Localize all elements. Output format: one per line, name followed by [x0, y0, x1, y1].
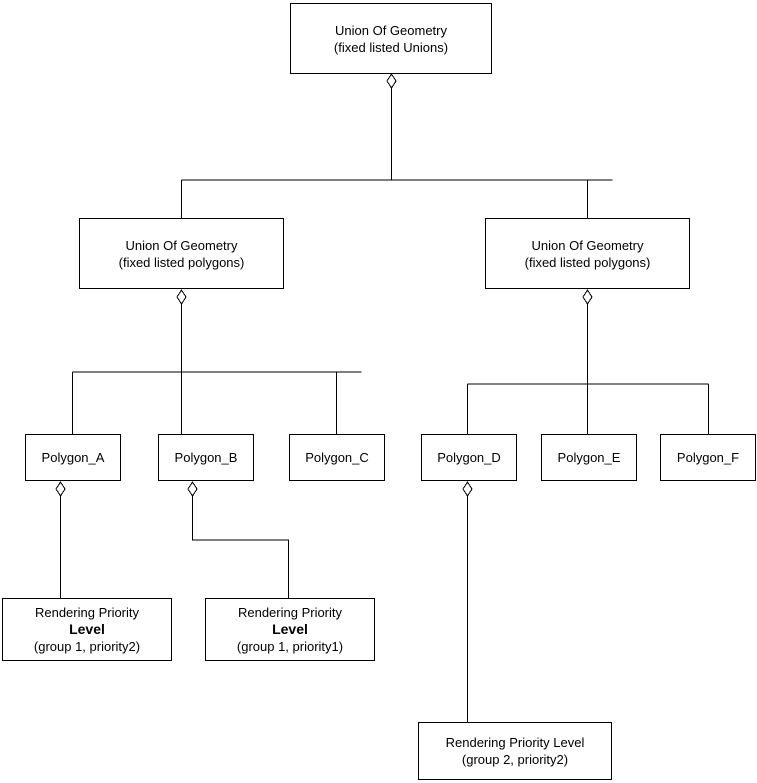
- node-rendering-priority-level-group2-priority2[interactable]: Rendering Priority Level (group 2, prior…: [418, 722, 612, 780]
- node-text-line: Rendering Priority: [237, 605, 343, 620]
- node-text-line: Polygon_B: [174, 450, 238, 465]
- node-text-line-emphasis: Level: [69, 621, 105, 637]
- node-union-of-geometry-left[interactable]: Union Of Geometry (fixed listed polygons…: [79, 218, 284, 289]
- node-text-line: Union Of Geometry: [335, 22, 447, 38]
- node-text-line: Polygon_C: [305, 450, 369, 465]
- node-polygon-a[interactable]: Polygon_A: [25, 434, 121, 481]
- node-polygon-c[interactable]: Polygon_C: [289, 434, 385, 481]
- node-rendering-priority-level-group1-priority2[interactable]: Rendering Priority Level (group 1, prior…: [2, 598, 172, 661]
- node-union-of-geometry-right[interactable]: Union Of Geometry (fixed listed polygons…: [485, 218, 690, 289]
- node-polygon-d[interactable]: Polygon_D: [421, 434, 517, 481]
- node-text-line: (fixed listed Unions): [333, 39, 449, 55]
- aggregation-diamond-polygon-b: [187, 481, 198, 497]
- node-text-line: (group 1, priority1): [236, 639, 344, 654]
- node-text-line-emphasis: Level: [272, 621, 308, 637]
- node-root-union-of-geometry[interactable]: Union Of Geometry (fixed listed Unions): [290, 3, 492, 74]
- node-text-line: Union Of Geometry: [125, 237, 238, 253]
- aggregation-diamond-union-left: [176, 289, 187, 305]
- node-text-line: (fixed listed polygons): [524, 254, 651, 270]
- aggregation-diamond-polygon-d: [462, 481, 473, 497]
- node-text-line: Polygon_D: [437, 450, 501, 465]
- node-rendering-priority-level-group1-priority1[interactable]: Rendering Priority Level (group 1, prior…: [205, 598, 375, 661]
- aggregation-diamond-union-right: [582, 289, 593, 305]
- aggregation-diamond-polygon-a: [55, 481, 66, 497]
- node-text-line: (group 1, priority2): [33, 639, 141, 654]
- node-polygon-e[interactable]: Polygon_E: [541, 434, 637, 481]
- node-text-line: Polygon_A: [41, 450, 105, 465]
- node-text-line: Rendering Priority: [34, 605, 140, 620]
- node-text-line: Polygon_E: [557, 450, 621, 465]
- node-polygon-b[interactable]: Polygon_B: [158, 434, 254, 481]
- node-polygon-f[interactable]: Polygon_F: [660, 434, 756, 481]
- node-text-line: Union Of Geometry: [531, 237, 644, 253]
- aggregation-diamond-root: [386, 73, 397, 89]
- node-text-line: (fixed listed polygons): [118, 254, 245, 270]
- node-text-line: Polygon_F: [676, 450, 740, 465]
- edge-polygon-b-elbow: [192, 494, 289, 598]
- node-text-line: Rendering Priority Level: [445, 735, 585, 750]
- node-text-line: (group 2, priority2): [461, 752, 569, 767]
